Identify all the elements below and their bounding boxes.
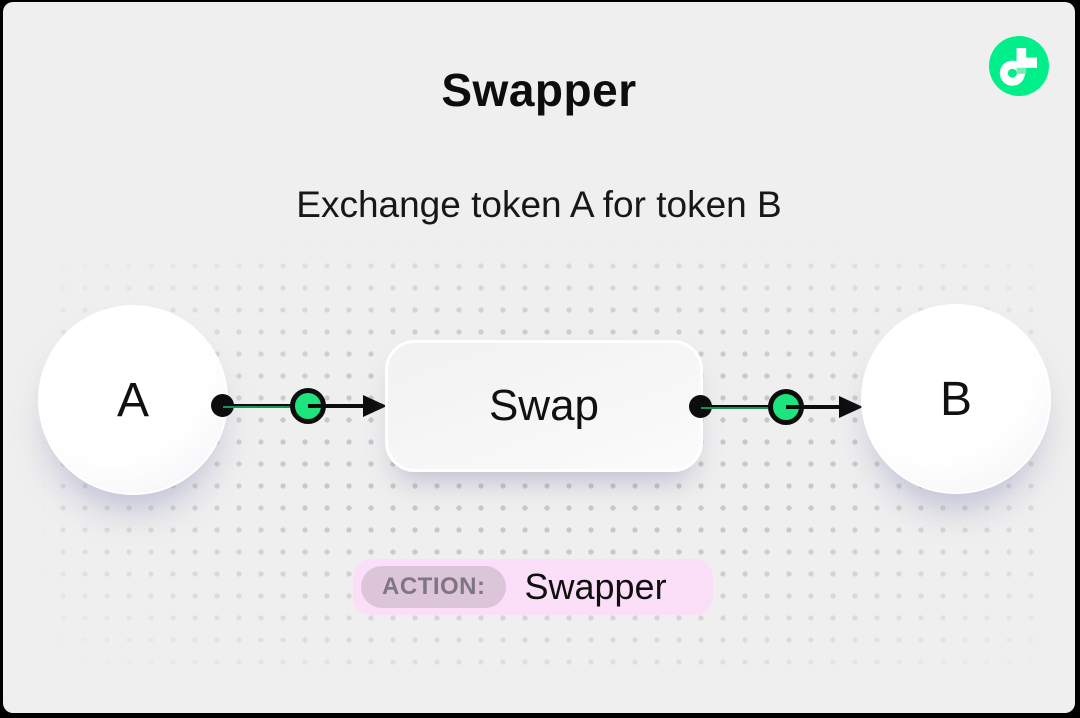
connector-line bbox=[701, 405, 786, 409]
connector-line bbox=[786, 405, 841, 409]
arrow-right-icon bbox=[363, 395, 387, 417]
diagram-card: Swapper Exchange token A for token B A S… bbox=[3, 2, 1075, 713]
action-badge-label: ACTION: bbox=[361, 566, 507, 608]
page-subtitle: Exchange token A for token B bbox=[296, 184, 782, 225]
connector-start-dot bbox=[211, 394, 234, 417]
flow-logo-icon bbox=[989, 36, 1049, 96]
swap-node: Swap bbox=[385, 340, 703, 472]
connector-line bbox=[308, 404, 365, 408]
connector-line bbox=[223, 404, 308, 408]
action-badge: ACTION: Swapper bbox=[353, 559, 713, 615]
action-badge-value: Swapper bbox=[524, 566, 667, 607]
token-a-label: A bbox=[116, 373, 149, 427]
token-b-label: B bbox=[939, 372, 972, 426]
page-title: Swapper bbox=[441, 64, 637, 116]
connector-start-dot bbox=[689, 395, 712, 418]
arrow-right-icon bbox=[839, 396, 863, 418]
swap-node-label: Swap bbox=[488, 381, 600, 430]
token-b-node: B bbox=[861, 304, 1051, 494]
token-a-node: A bbox=[38, 305, 228, 495]
